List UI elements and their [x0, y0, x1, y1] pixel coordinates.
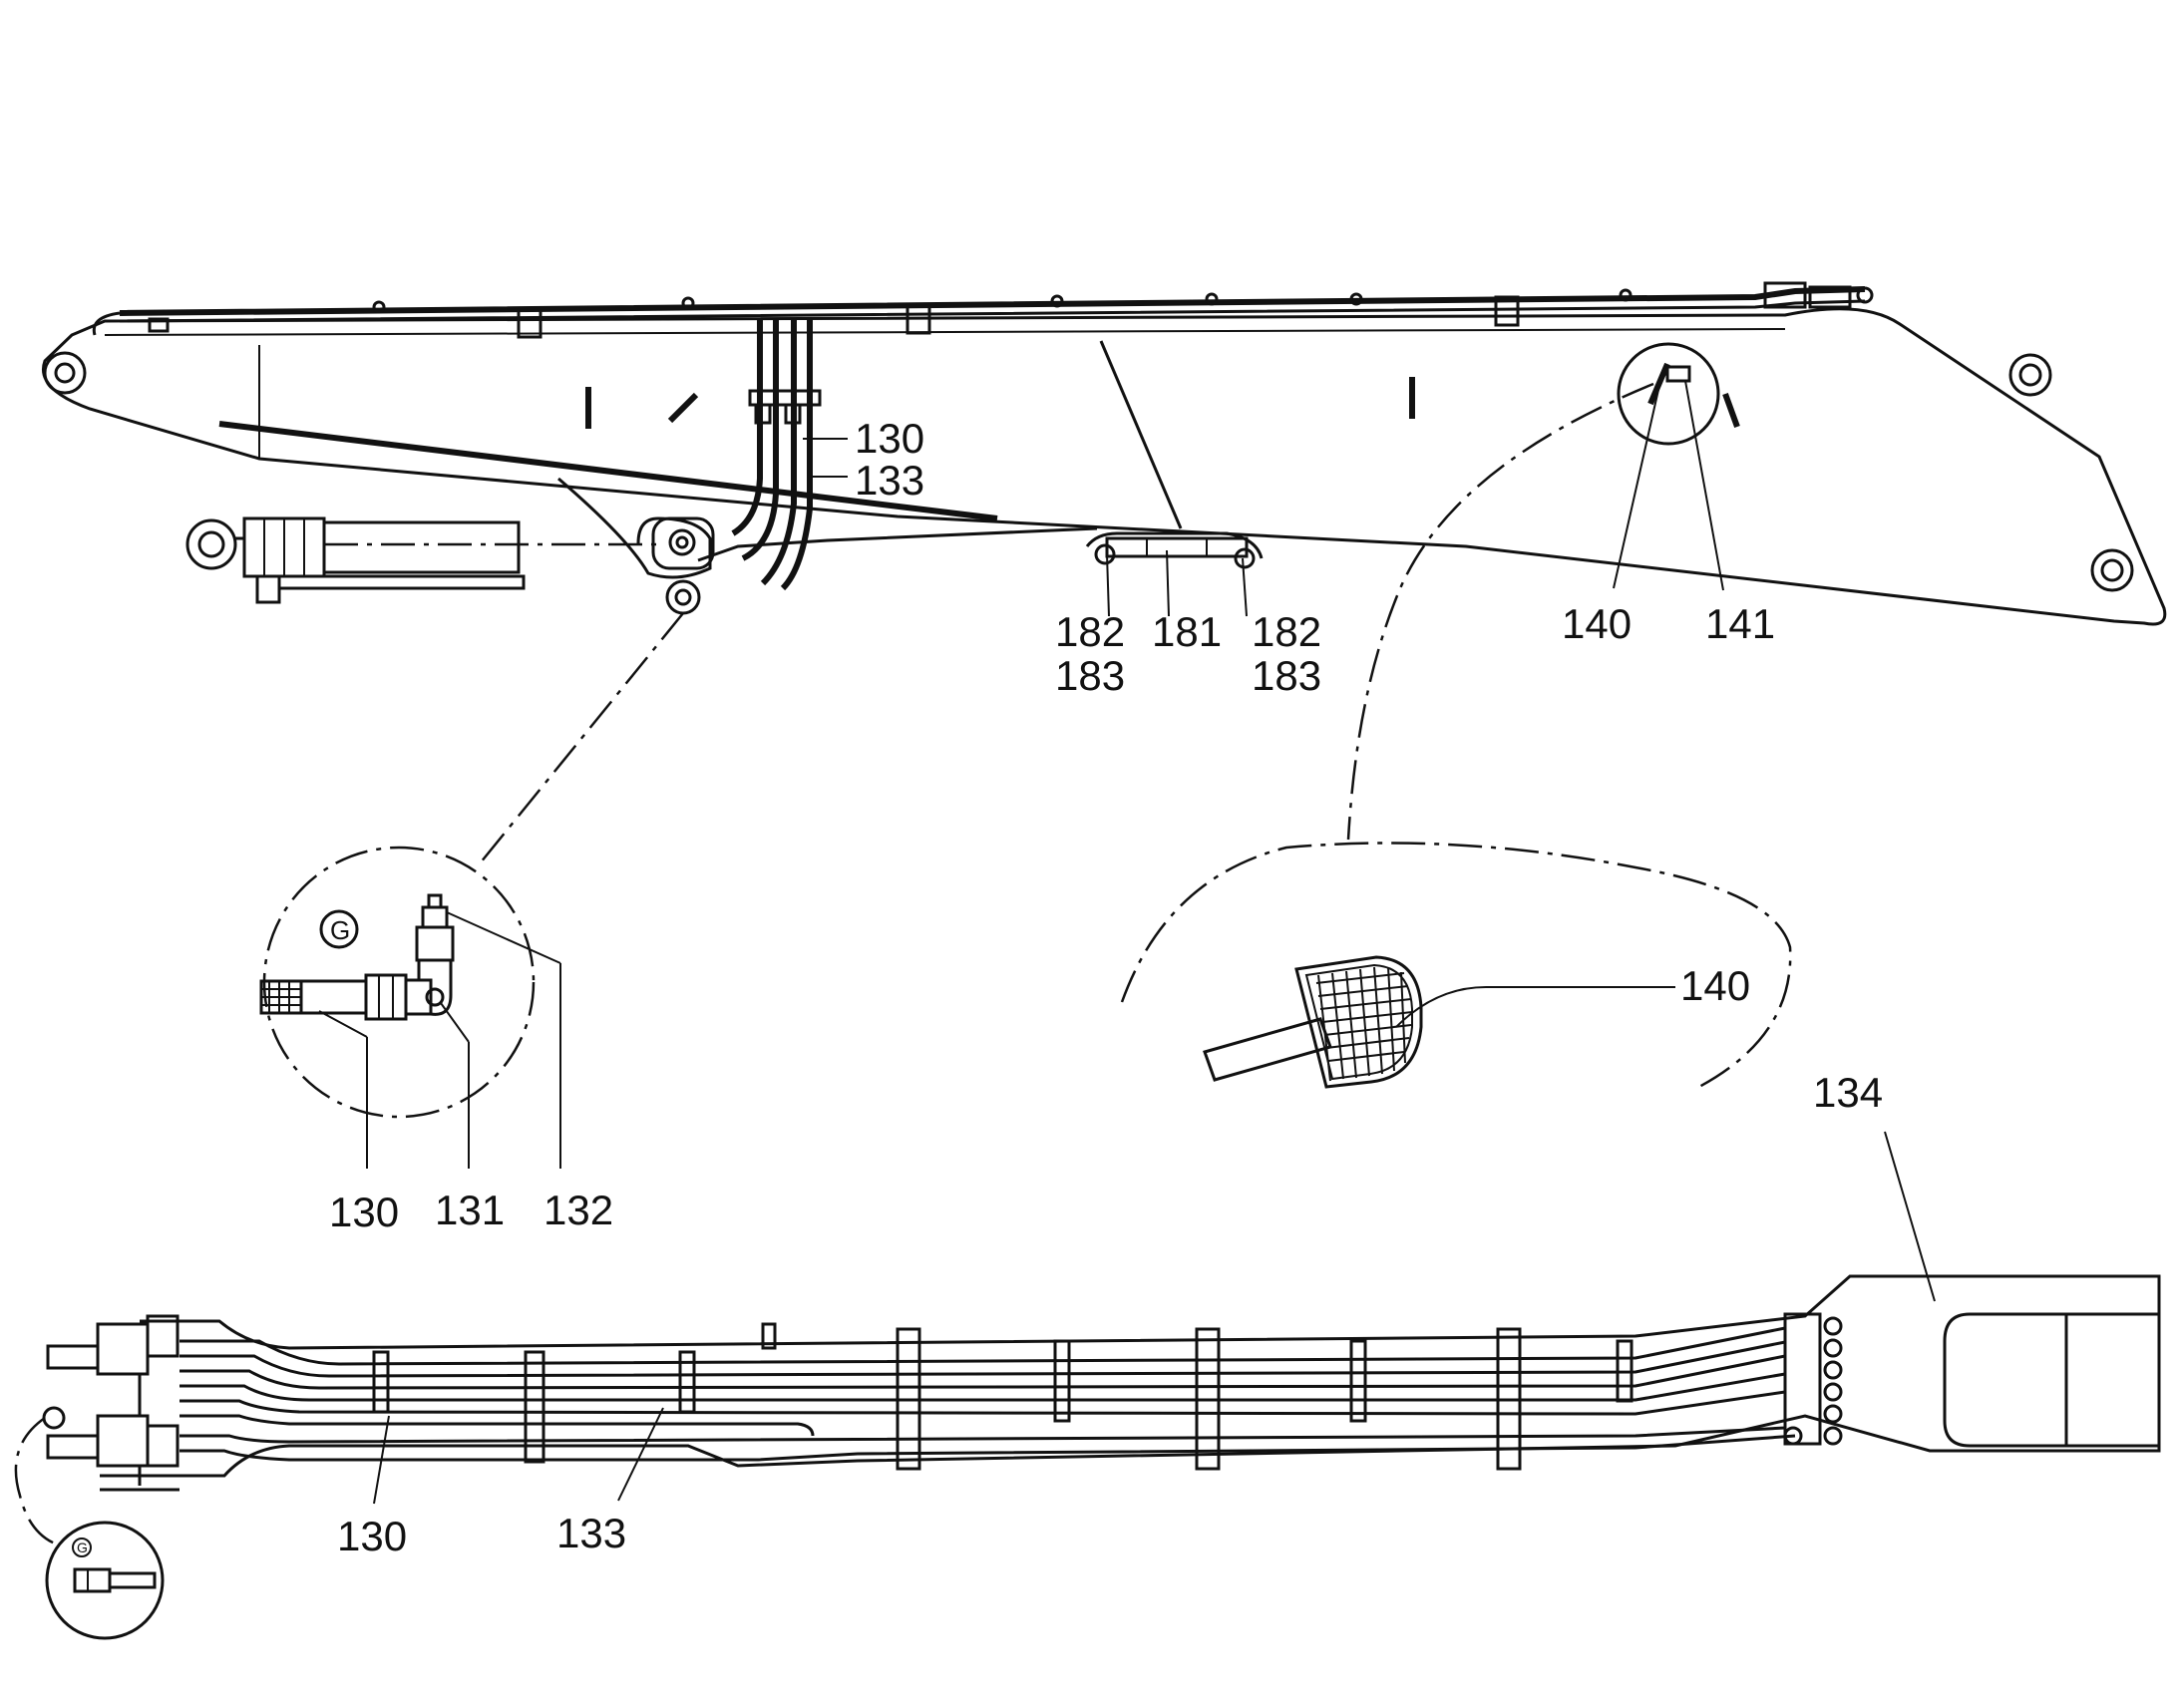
label-183-left: 183 — [1055, 652, 1125, 699]
strainer-140 — [1203, 955, 1423, 1089]
plan-hose-lines — [180, 1326, 1796, 1462]
label-133-boom: 133 — [855, 457, 924, 504]
label-134: 134 — [1813, 1069, 1883, 1116]
braid-pattern — [261, 981, 301, 1013]
boom-bottom-plate — [218, 421, 998, 521]
detail-g-letter: G — [330, 915, 350, 945]
boom-body-inner-line — [104, 328, 1786, 336]
vertical-hose-bundle — [731, 319, 848, 591]
label-132-detail: 132 — [544, 1187, 613, 1233]
boom-foot-pin-upper — [2008, 353, 2052, 397]
label-141: 141 — [1705, 600, 1775, 647]
label-182-right: 182 — [1252, 608, 1321, 655]
plan-yoke — [1943, 1312, 2159, 1448]
top-hose-line-2 — [119, 299, 1866, 323]
label-131-detail: 131 — [435, 1187, 505, 1233]
plan-tip-detail-letter: G — [77, 1539, 88, 1555]
strainer-mesh — [1315, 966, 1413, 1082]
plan-leader-133 — [617, 1407, 664, 1502]
top-hose-tip-loop — [92, 311, 121, 336]
label-130-plan: 130 — [337, 1513, 407, 1559]
label-182-left: 182 — [1055, 608, 1125, 655]
tension-rod — [1099, 340, 1183, 529]
hydraulic-cylinder — [185, 516, 658, 604]
label-130-detail: 130 — [329, 1189, 399, 1235]
boom-side-view — [42, 281, 2167, 626]
label-140-detail: 140 — [1680, 962, 1750, 1009]
detail-g: G — [259, 846, 536, 1119]
boom-tip-pin — [43, 351, 87, 395]
boom-foot-pin-lower — [2090, 548, 2134, 592]
side-view-leaders — [1106, 380, 1724, 617]
label-183-right: 183 — [1252, 652, 1321, 699]
top-hose-clamps — [148, 281, 1874, 339]
detail-g-leaders — [318, 911, 561, 1169]
boom-holes — [585, 377, 1740, 429]
detail-140-leader — [1346, 382, 1654, 841]
label-181: 181 — [1152, 608, 1222, 655]
strainer-leader — [1395, 986, 1675, 1028]
detail-g-marker — [665, 579, 701, 615]
label-140-top: 140 — [1562, 600, 1632, 647]
plan-clamps — [372, 1312, 1843, 1471]
underside-pad-181 — [1085, 531, 1264, 569]
plan-tip-fittings — [42, 1314, 180, 1492]
plan-tip-detail: G — [14, 1416, 165, 1640]
top-hose-line-1 — [119, 286, 1866, 316]
detail-140-boundary — [1120, 842, 1792, 1091]
label-133-plan: 133 — [556, 1510, 626, 1556]
plan-leader-134 — [1884, 1131, 1936, 1302]
plan-leader-130 — [373, 1415, 390, 1505]
detail-ring-140 — [1617, 342, 1720, 446]
detail-g-leader — [480, 612, 684, 863]
cylinder-lug — [557, 477, 1098, 579]
boom-plan-view: G — [14, 1274, 2161, 1640]
label-130-boom: 130 — [855, 415, 924, 462]
